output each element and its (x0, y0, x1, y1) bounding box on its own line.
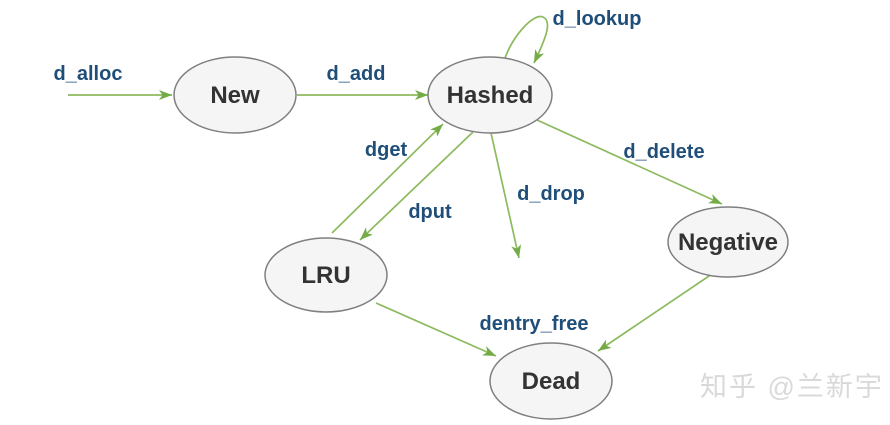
node-lru-label: LRU (301, 262, 350, 289)
node-hashed: Hashed (427, 56, 553, 134)
edge-label-dput: dput (408, 201, 452, 223)
edge-label-d-delete: d_delete (623, 141, 704, 163)
edge-dput (359, 131, 474, 241)
edge-label-d-alloc: d_alloc (54, 63, 123, 85)
node-new-ellipse (173, 56, 297, 134)
node-dead-ellipse (489, 342, 613, 420)
node-new-label: New (210, 82, 260, 109)
edge-d-lookup-selfloop (504, 15, 549, 64)
edge-label-d-add: d_add (327, 63, 386, 85)
edge-label-dget: dget (365, 139, 408, 161)
node-hashed-ellipse (427, 56, 553, 134)
edge-negative-to-dead (597, 273, 713, 352)
edge-label-d-drop: d_drop (517, 183, 585, 205)
edge-d-delete (536, 119, 723, 205)
node-negative-label: Negative (678, 229, 778, 256)
node-negative-ellipse (667, 206, 789, 278)
node-hashed-label: Hashed (447, 82, 534, 109)
edge-label-dentry-free: dentry_free (480, 313, 589, 335)
node-negative: Negative (667, 206, 789, 278)
node-dead: Dead (489, 342, 613, 420)
node-lru: LRU (264, 237, 388, 313)
edge-dget (331, 123, 444, 234)
edge-lru-to-dead (375, 302, 497, 357)
edge-label-d-lookup: d_lookup (553, 8, 642, 30)
edge-d-drop (490, 132, 522, 259)
node-new: New (173, 56, 297, 134)
watermark: 知乎 @兰新宇 (700, 372, 884, 402)
node-lru-ellipse (264, 237, 388, 313)
node-dead-label: Dead (522, 368, 581, 395)
